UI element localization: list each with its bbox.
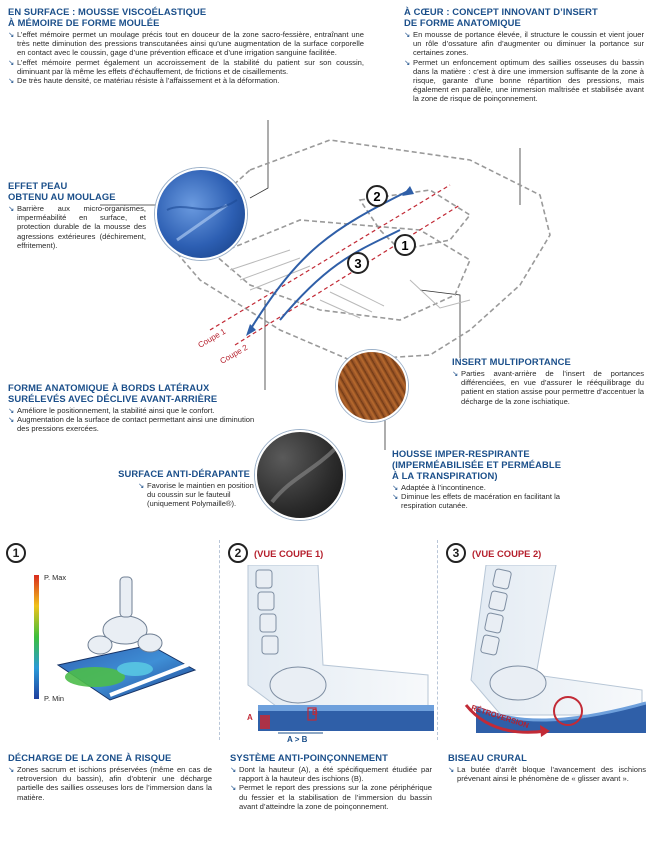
skin-detail-image	[155, 168, 247, 260]
list-item: De très haute densité, ce matériau résis…	[8, 76, 364, 85]
leader-line	[419, 289, 461, 358]
list-item: En mousse de portance élevée, il structu…	[404, 30, 644, 58]
pressure-map-illustration	[34, 575, 201, 701]
pressure-scale	[34, 575, 39, 699]
cover-section: HOUSSE IMPER-RESPIRANTE (IMPERMÉABILISÉE…	[392, 448, 592, 511]
height-a-label: A	[247, 713, 253, 722]
multiportance-section: INSERT MULTIPORTANCE Parties avant-arriè…	[452, 356, 644, 406]
bevel-highlight-circle	[553, 696, 583, 726]
cover-title: HOUSSE IMPER-RESPIRANTE (IMPERMÉABILISÉE…	[392, 448, 562, 481]
panel-1-text: DÉCHARGE DE LA ZONE À RISQUE Zones sacru…	[8, 752, 212, 802]
insert-detail-image	[336, 350, 408, 422]
surface-foam-title: EN SURFACE : MOUSSE VISCOÉLASTIQUE À MÉM…	[8, 6, 207, 28]
panel-3-label: (VUE COUPE 2)	[472, 547, 542, 559]
antislip-detail-image	[255, 430, 345, 520]
surface-foam-section: EN SURFACE : MOUSSE VISCOÉLASTIQUE À MÉM…	[8, 6, 364, 85]
list-item: Dont la hauteur (A), a été spécifiquemen…	[230, 765, 432, 783]
anatomic-shape-section: FORME ANATOMIQUE À BORDS LATÉRAUX SURÉLE…	[8, 382, 263, 434]
list-item: Permet un enfoncement optimum des sailli…	[404, 58, 644, 104]
cut-label-2: Coupe 2	[219, 343, 250, 366]
crural-bevel-illustration	[464, 565, 646, 737]
multiportance-list: Parties avant-arrière de l’insert de por…	[452, 369, 644, 406]
cover-list: Adaptée à l’incontinence. Diminue les ef…	[392, 483, 592, 511]
core-insert-section: À CŒUR : CONCEPT INNOVANT D’INSERT DE FO…	[404, 6, 644, 104]
marker-number-2: 2	[373, 189, 380, 204]
skin-texture-icon	[166, 199, 238, 242]
surface-foam-list: L’effet mémoire permet un moulage précis…	[8, 30, 364, 85]
antislip-list: Favorise le maintien en position du cous…	[138, 481, 256, 509]
panel-2-label: (VUE COUPE 1)	[254, 547, 324, 559]
panel-3-header: 3 (VUE COUPE 2)	[446, 543, 541, 563]
antislip-texture-icon	[270, 445, 339, 504]
core-insert-title: À CŒUR : CONCEPT INNOVANT D’INSERT DE FO…	[404, 6, 598, 28]
skin-effect-list: Barrière aux micro-organismes, imperméab…	[8, 204, 146, 250]
panel-1-number: 1	[6, 543, 26, 563]
panel-2-header: 2 (VUE COUPE 1)	[228, 543, 323, 563]
height-b-label: B	[312, 708, 318, 717]
panel-divider	[437, 540, 438, 740]
marker-number-3: 3	[354, 256, 361, 271]
cut-label-1: Coupe 1	[197, 327, 228, 350]
core-insert-list: En mousse de portance élevée, il structu…	[404, 30, 644, 104]
list-item: Favorise le maintien en position du cous…	[138, 481, 256, 509]
panel-2-text: SYSTÈME ANTI-POINÇONNEMENT Dont la haute…	[230, 752, 432, 811]
marker-circle-2	[366, 185, 388, 207]
anti-puncture-illustration	[247, 565, 434, 734]
list-item: Zones sacrum et ischions préservées (mêm…	[8, 765, 212, 802]
panel-3-text: BISEAU CRURAL La butée d’arrêt bloque l’…	[448, 752, 646, 783]
leader-line	[249, 120, 269, 199]
panel-2-title: SYSTÈME ANTI-POINÇONNEMENT	[230, 752, 388, 763]
cut-line-1	[209, 184, 451, 331]
marker-number-1: 1	[401, 238, 408, 253]
antislip-section: SURFACE ANTI-DÉRAPANTE	[88, 468, 250, 479]
list-item: Parties avant-arrière de l’insert de por…	[452, 369, 644, 406]
cut-line-2	[234, 204, 461, 346]
flow-arrow	[279, 229, 401, 321]
skin-effect-title: EFFET PEAU OBTENU AU MOULAGE	[8, 180, 116, 202]
pressure-max-label: P. Max	[44, 573, 67, 582]
list-item: Améliore le positionnement, la stabilité…	[8, 406, 263, 415]
flow-arrow	[249, 189, 411, 331]
multiportance-title: INSERT MULTIPORTANCE	[452, 356, 571, 367]
anatomic-shape-list: Améliore le positionnement, la stabilité…	[8, 406, 263, 434]
panel-divider	[219, 540, 220, 740]
list-item: La butée d’arrêt bloque l’avancement des…	[448, 765, 646, 783]
list-item: L’effet mémoire permet un moulage précis…	[8, 30, 364, 58]
pressure-min-label: P. Min	[44, 694, 64, 703]
list-item: Augmentation de la surface de contact pe…	[8, 415, 263, 433]
anatomic-shape-title: FORME ANATOMIQUE À BORDS LATÉRAUX SURÉLE…	[8, 382, 218, 404]
marker-circle-1	[394, 234, 416, 256]
panel-1-title: DÉCHARGE DE LA ZONE À RISQUE	[8, 752, 172, 763]
marker-circle-3	[347, 252, 369, 274]
panel-3-title: BISEAU CRURAL	[448, 752, 527, 763]
list-item: Adaptée à l’incontinence.	[392, 483, 592, 492]
skin-effect-section: EFFET PEAU OBTENU AU MOULAGE Barrière au…	[8, 180, 146, 250]
antislip-title: SURFACE ANTI-DÉRAPANTE	[118, 468, 250, 479]
list-item: L’effet mémoire permet également un accr…	[8, 58, 364, 76]
a-greater-b-label: A > B	[287, 735, 308, 744]
list-item: Diminue les effets de macération en faci…	[392, 492, 592, 510]
list-item: Barrière aux micro-organismes, imperméab…	[8, 204, 146, 250]
list-item: Permet le report des pressions sur la zo…	[230, 783, 432, 811]
